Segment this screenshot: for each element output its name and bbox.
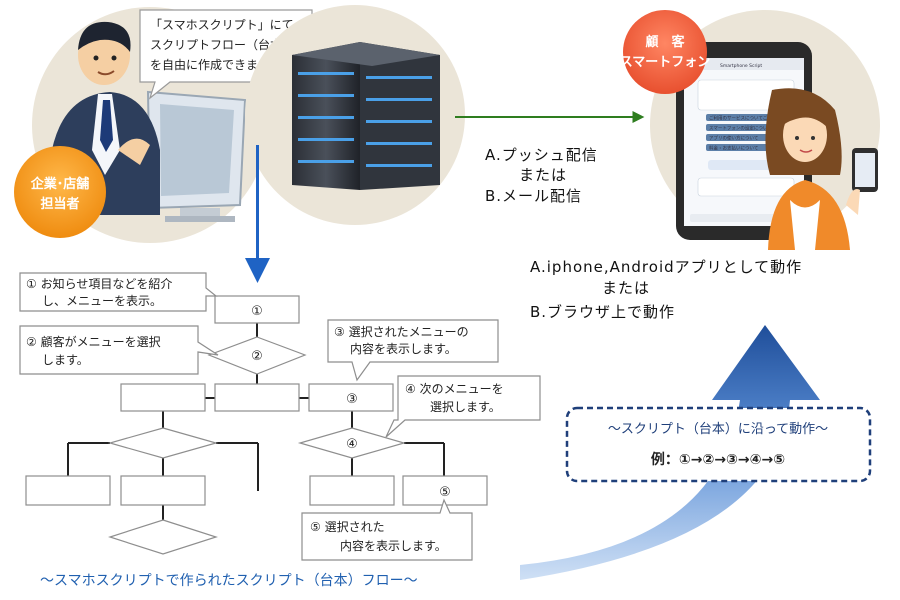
flow-decision-bottom	[108, 519, 218, 555]
platform-options: A.iphone,Androidアプリとして動作 または B.ブラウザ上で動作	[530, 258, 802, 321]
flow-node-3	[308, 383, 394, 412]
flow-callout-4: ④ 次のメニューを 選択します。	[385, 375, 541, 438]
flow-node-1	[214, 295, 300, 324]
delivery-line-3: B.メール配信	[485, 187, 582, 205]
monitor-icon	[146, 90, 247, 222]
phone-item-3: アプリの使い方について	[709, 135, 758, 142]
delivery-line-1: A.プッシュ配信	[485, 146, 598, 164]
server-icon	[292, 42, 440, 190]
flow-callout-1-line-2: し、メニューを表示。	[42, 294, 162, 308]
operator-callout-line-3: を自由に作成できます。	[150, 58, 281, 72]
blue-arrow-to-flow	[245, 145, 270, 283]
flow-callout-5-line-2: 内容を表示します。	[340, 538, 447, 553]
flow-box-left	[120, 383, 206, 412]
operator-callout-line-2: スクリプトフロー（台本）	[150, 37, 294, 52]
delivery-methods: A.プッシュ配信 または B.メール配信	[485, 146, 598, 205]
flow-box-bottom-1	[25, 475, 111, 506]
flow-callout-3: ③ 選択されたメニューの 内容を表示します。	[327, 319, 499, 382]
flow-callout-1: ① お知らせ項目などを紹介 し、メニューを表示。	[19, 272, 218, 312]
flow-callout-1-line-1: ① お知らせ項目などを紹介	[26, 277, 172, 291]
phone-item-1: ご利用のサービスについてご案内します	[709, 115, 790, 122]
flow-node-4-label: ④	[346, 437, 358, 452]
flow-callout-5: ⑤ 選択された 内容を表示します。	[301, 498, 473, 561]
flow-box-bottom-3	[309, 475, 395, 506]
customer-scene: Smartphone Script ご利用のサービスについてご案内します スマー…	[620, 10, 880, 250]
customer-badge: 顧 客 スマートフォン	[620, 10, 711, 94]
flow-node-1-label: ①	[251, 304, 263, 319]
flow-callout-2-line-2: します。	[42, 353, 89, 367]
flow-node-5	[402, 475, 488, 506]
flow-node-3-label: ③	[346, 392, 358, 407]
big-curved-arrow	[520, 325, 820, 580]
flow-decision-left	[107, 427, 219, 459]
flow-callout-2: ② 顧客がメニューを選択 します。	[19, 325, 219, 375]
smartphone-icon: Smartphone Script ご利用のサービスについてご案内します スマー…	[676, 42, 812, 240]
flow-node-2	[207, 336, 307, 375]
delivery-line-2: または	[519, 166, 567, 184]
flow-node-5-label: ⑤	[439, 485, 451, 500]
platform-line-2: または	[602, 279, 650, 297]
platform-line-3: B.ブラウザ上で動作	[530, 303, 675, 321]
script-order-title: 〜スクリプト（台本）に沿って動作〜	[608, 422, 828, 437]
operator-callout-line-1: 「スマホスクリプト」にて	[150, 18, 294, 32]
flow-callout-5-line-1: ⑤ 選択された	[310, 520, 385, 534]
script-flowchart: ① ② ③ ④ ⑤	[25, 295, 488, 555]
phone-app-name: Smartphone Script	[720, 63, 762, 69]
operator-badge-line-2: 担当者	[40, 196, 79, 212]
flow-callout-4-line-1: ④ 次のメニューを	[405, 382, 504, 396]
phone-item-4: 料金・お支払いについて	[709, 145, 758, 152]
phone-item-2: スマートフォンの設定について	[709, 125, 772, 132]
flow-node-4	[297, 427, 407, 459]
customer-badge-line-1: 顧 客	[645, 34, 685, 50]
operator-badge-line-1: 企業･店舗	[30, 176, 90, 192]
server-scene	[245, 5, 465, 225]
flow-callout-3-line-2: 内容を表示します。	[350, 341, 457, 356]
customer-badge-line-2: スマートフォン	[620, 55, 711, 70]
flow-callout-2-line-1: ② 顧客がメニューを選択	[26, 334, 161, 349]
platform-line-1: A.iphone,Androidアプリとして動作	[530, 258, 802, 276]
script-order-example: 例：①→②→③→④→⑤	[651, 451, 785, 468]
flow-box-bottom-2	[120, 475, 206, 506]
woman-icon	[765, 88, 878, 250]
flow-node-2-label: ②	[251, 349, 263, 364]
script-order-box: 〜スクリプト（台本）に沿って動作〜 例：①→②→③→④→⑤	[565, 406, 872, 483]
flow-callout-4-line-2: 選択します。	[430, 400, 501, 414]
flow-box-middle	[214, 383, 300, 412]
operator-badge: 企業･店舗 担当者	[14, 146, 106, 238]
flow-callout-3-line-1: ③ 選択されたメニューの	[334, 325, 469, 339]
flow-caption: 〜スマホスクリプトで作られたスクリプト（台本）フロー〜	[40, 573, 418, 589]
